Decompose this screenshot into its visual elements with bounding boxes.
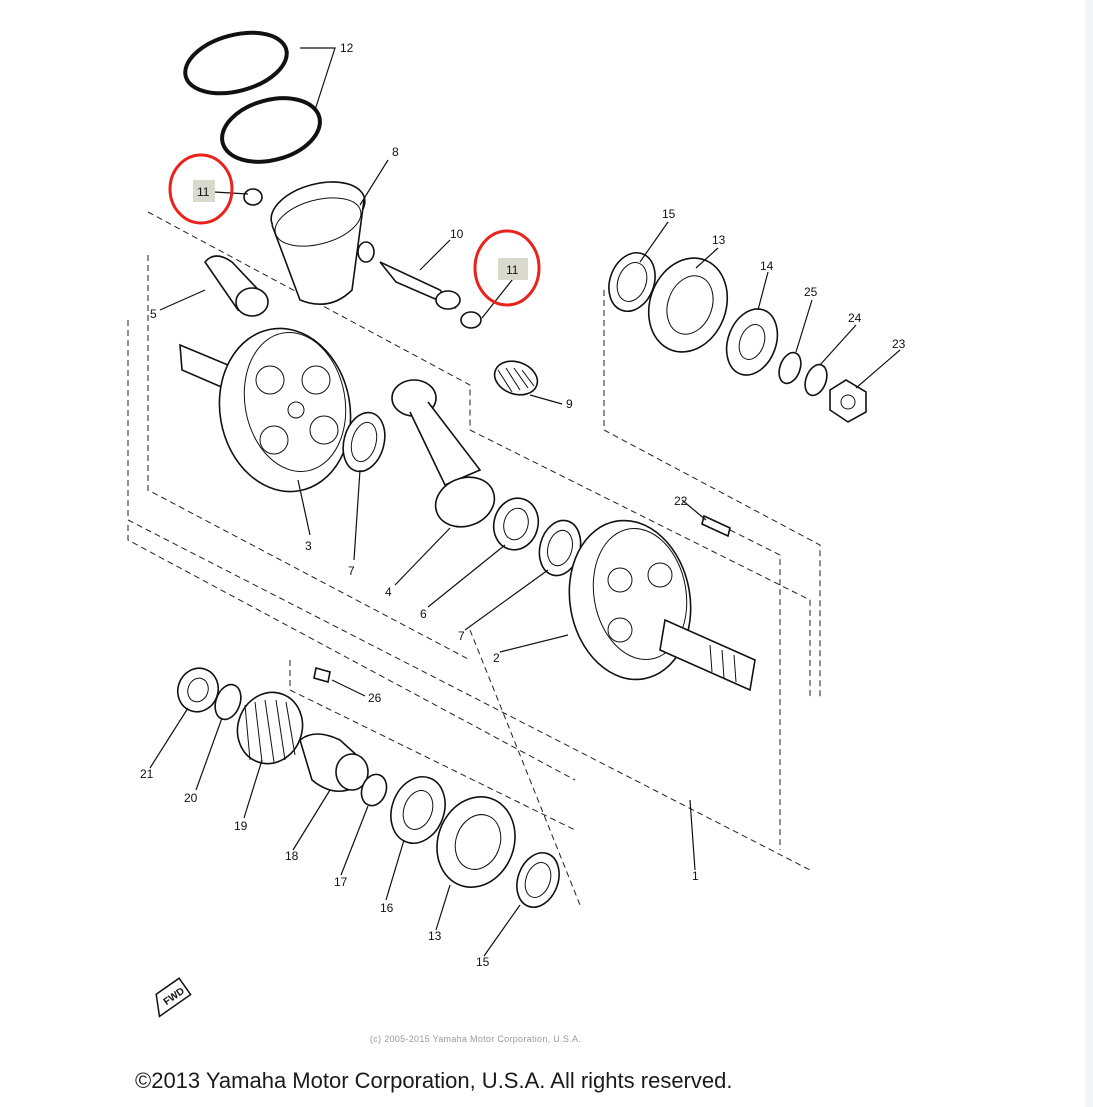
big-end-bearing [492,497,540,551]
callout-20: 20 [184,791,198,805]
right-side-bearing-stack [608,252,867,423]
highlight-circles [168,153,541,307]
piston-rings [183,30,322,164]
callout-5: 5 [150,307,157,321]
piston-pin-clips [243,188,482,329]
callout-2: 2 [493,651,500,665]
callout-15a: 15 [662,207,676,221]
piston-pin [379,261,461,310]
callout-14: 14 [760,259,774,273]
bushing [203,255,269,317]
callout-23: 23 [892,337,906,351]
callout-18: 18 [285,849,299,863]
callout-1: 1 [692,869,699,883]
callout-11a-box [193,180,215,202]
highlight-circle-11a [168,153,234,225]
callout-7a: 7 [348,564,355,578]
primary-drive-stack [176,666,560,908]
callout-26: 26 [368,691,382,705]
woodruff-key [701,514,731,538]
callout-25: 25 [804,285,818,299]
piston [270,181,375,306]
callout-8: 8 [392,145,399,159]
callout-6: 6 [420,607,427,621]
callout-11b: 11 [506,263,519,277]
callout-9: 9 [566,397,573,411]
callout-11b-box [498,258,528,280]
connecting-rod [391,379,496,528]
callout-19: 19 [234,819,248,833]
callout-13a: 13 [712,233,726,247]
callout-21: 21 [140,767,154,781]
small-end-bearing [493,360,539,396]
callout-3: 3 [305,539,312,553]
crank-wheel-left [179,327,352,493]
callout-12: 12 [340,41,354,55]
callout-17: 17 [334,875,348,889]
callout-24: 24 [848,311,862,325]
callout-4: 4 [385,585,392,599]
callout-22: 22 [674,494,688,508]
callout-15b: 15 [476,955,490,969]
callout-11a: 11 [197,185,210,199]
callout-10: 10 [450,227,464,241]
thrust-washers [342,411,582,577]
copyright-text: ©2013 Yamaha Motor Corporation, U.S.A. A… [135,1068,733,1093]
callout-13b: 13 [428,929,442,943]
highlight-circle-11b [473,229,541,307]
callout-16: 16 [380,901,394,915]
leader-lines [149,47,901,957]
crank-wheel-right [568,519,756,692]
fwd-arrow-icon: FWD [155,977,192,1018]
callout-7b: 7 [458,629,465,643]
watermark-text: (c) 2005-2015 Yamaha Motor Corporation, … [370,1034,582,1044]
assembly-guide-lines [127,211,821,906]
callout-labels: 12 8 10 5 9 3 7 4 6 7 2 22 15 13 14 25 2… [140,41,906,969]
right-scroll-rail [1085,0,1093,1107]
